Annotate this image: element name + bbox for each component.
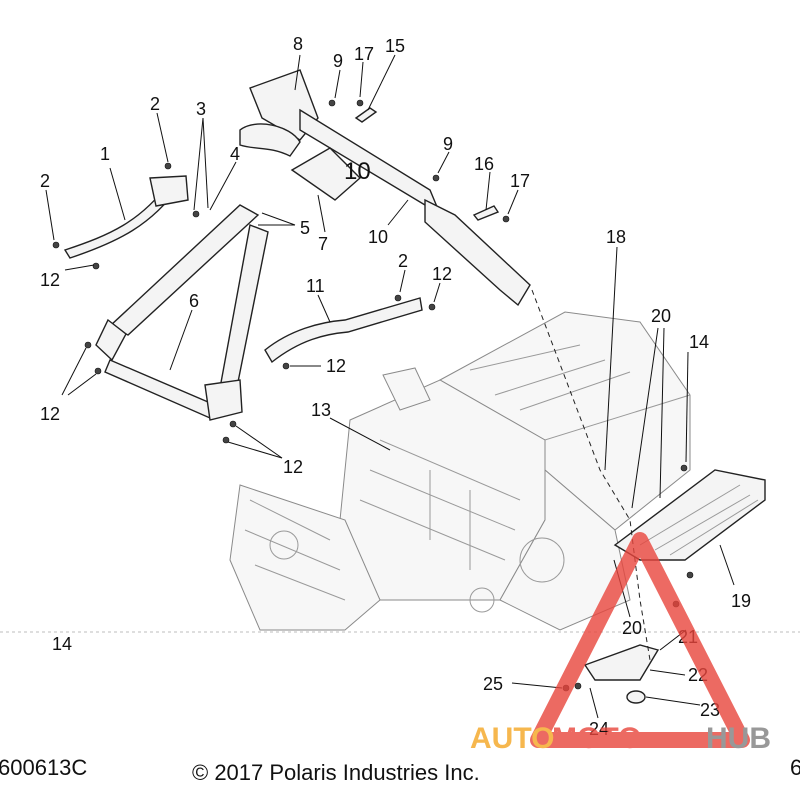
callout-20: 20 bbox=[622, 618, 642, 638]
watermark-logo: AUTO MOTO HUB bbox=[470, 532, 771, 755]
diagram-id: 600613C bbox=[0, 755, 88, 780]
watermark-text-auto: AUTO bbox=[470, 722, 554, 755]
parts bbox=[52, 69, 766, 704]
callout-6: 6 bbox=[189, 291, 199, 311]
callout-numbers: 1 2 2 2 3 4 5 6 7 8 9 9 10 10 11 12 12 1… bbox=[40, 34, 751, 739]
callout-16: 16 bbox=[474, 154, 494, 174]
gusset-part-7 bbox=[290, 147, 362, 201]
callout-1: 1 bbox=[100, 144, 110, 164]
callout-12: 12 bbox=[432, 264, 452, 284]
callout-2: 2 bbox=[398, 251, 408, 271]
plate-part-22 bbox=[583, 644, 660, 681]
bar-part-11 bbox=[264, 297, 423, 364]
callout-12: 12 bbox=[326, 356, 346, 376]
callout-18: 18 bbox=[606, 227, 626, 247]
a-frame-part-6 bbox=[108, 204, 260, 336]
leader-lines bbox=[45, 54, 735, 719]
callout-17: 17 bbox=[510, 171, 530, 191]
copyright-notice: © 2017 Polaris Industries Inc. bbox=[192, 760, 480, 785]
callout-10: 10 bbox=[368, 227, 388, 247]
callout-20: 20 bbox=[651, 306, 671, 326]
callout-12: 12 bbox=[40, 270, 60, 290]
callout-25: 25 bbox=[483, 674, 503, 694]
clip-part-16 bbox=[472, 205, 500, 221]
callout-7: 7 bbox=[318, 234, 328, 254]
callout-10: 10 bbox=[344, 158, 371, 185]
callout-9: 9 bbox=[443, 134, 453, 154]
callout-2: 2 bbox=[40, 171, 50, 191]
watermark-text-hub: HUB bbox=[706, 722, 771, 755]
callout-12: 12 bbox=[40, 404, 60, 424]
page-edge-mark: 6 bbox=[790, 755, 800, 780]
callout-14: 14 bbox=[689, 332, 709, 352]
callout-23: 23 bbox=[700, 700, 720, 720]
clip-part-15 bbox=[354, 107, 378, 123]
callout-15: 15 bbox=[385, 36, 405, 56]
callout-11: 11 bbox=[306, 276, 325, 296]
callout-19: 19 bbox=[731, 591, 751, 611]
bushing-part-23 bbox=[626, 690, 646, 704]
callout-4: 4 bbox=[230, 144, 240, 164]
callout-5: 5 bbox=[300, 218, 310, 238]
chassis-frame bbox=[0, 311, 800, 633]
callout-13: 13 bbox=[311, 400, 331, 420]
callout-8: 8 bbox=[293, 34, 303, 54]
callout-9: 9 bbox=[333, 51, 343, 71]
watermark-text-moto: MOTO bbox=[552, 722, 641, 755]
callout-17: 17 bbox=[354, 44, 374, 64]
callout-14: 14 bbox=[52, 634, 72, 654]
callout-3: 3 bbox=[196, 99, 206, 119]
callout-12: 12 bbox=[283, 457, 303, 477]
callout-2: 2 bbox=[150, 94, 160, 114]
